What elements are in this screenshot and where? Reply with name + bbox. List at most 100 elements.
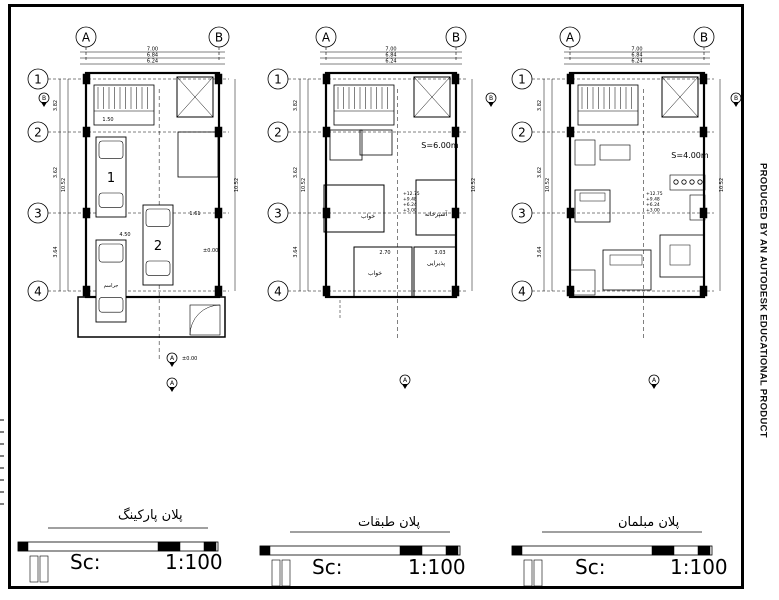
door-swing: [189, 304, 221, 336]
column: [214, 207, 223, 219]
tb-box: [39, 555, 49, 583]
parking-plan-title: پلان پارکینگ: [118, 508, 183, 523]
sheet-border: [8, 4, 744, 589]
column: [699, 126, 708, 138]
furniture-sc-label: Sc:: [575, 555, 606, 579]
column: [451, 126, 460, 138]
grid-bubble-a: A: [559, 26, 581, 48]
room-label-bedroom-2: خواب: [368, 270, 382, 277]
staircase: [577, 84, 639, 126]
floors-plan-title: پلان طبقات: [358, 515, 421, 530]
bed-2: [602, 249, 652, 291]
floors-scale: 1:100: [408, 555, 466, 579]
pillow: [609, 254, 643, 266]
svg-text:1: 1: [518, 73, 526, 87]
grid-bubble-2: 2: [27, 121, 49, 143]
car-label: 1: [107, 171, 115, 186]
dimension-label: 7.00: [631, 47, 642, 53]
section-mark-b: B: [730, 92, 742, 107]
column: [322, 207, 331, 219]
dimension-label: 6.24: [631, 59, 642, 65]
column: [699, 285, 708, 297]
stove-burner: [673, 179, 679, 185]
svg-text:A: A: [170, 355, 175, 362]
dimension-label: 6.24: [385, 59, 396, 65]
scale-bar-block: [259, 545, 271, 556]
grid-bubble-3: 3: [27, 202, 49, 224]
dimension-label: 7.00: [385, 47, 396, 53]
dimension-label: 3.82: [537, 100, 543, 111]
car-label: 2: [154, 239, 162, 254]
dimension-label: 10.52: [61, 178, 67, 192]
scale-bar-block: [651, 545, 675, 556]
room-label-bedroom-1: خواب: [361, 213, 375, 220]
stove-burner: [689, 179, 695, 185]
dimension-label: 2.70: [379, 250, 390, 256]
svg-text:A: A: [322, 31, 331, 45]
grid-bubble-1: 1: [27, 68, 49, 90]
svg-text:B: B: [215, 31, 223, 45]
stove-burner: [681, 179, 687, 185]
stove-burner: [697, 179, 703, 185]
car-2: 2: [142, 204, 174, 286]
elevator-shaft: [413, 76, 451, 118]
svg-text:2: 2: [34, 126, 42, 140]
grid-bubble-a: A: [315, 26, 337, 48]
grid-bubble-b: B: [693, 26, 715, 48]
elevator-shaft: [661, 76, 699, 118]
dimension-label: 3.64: [53, 246, 59, 257]
dimension-label: 3.62: [537, 167, 543, 178]
parking-entrance: [77, 296, 226, 338]
dimension-label: 3.64: [537, 246, 543, 257]
svg-text:2: 2: [518, 126, 526, 140]
dimension-label: 3.82: [293, 100, 299, 111]
level-mark: ±0.00: [182, 356, 197, 362]
dimension-label: 1.61: [189, 211, 200, 217]
car-1: 1: [95, 136, 127, 218]
grid-bubble-3: 3: [511, 202, 533, 224]
svg-text:A: A: [403, 377, 408, 384]
elevator-shaft: [176, 76, 214, 118]
pillow: [579, 192, 606, 202]
furniture-scale: 1:100: [670, 555, 728, 579]
dimension-label: 10.52: [545, 178, 551, 192]
dimension-label: 3.64: [293, 246, 299, 257]
column: [82, 207, 91, 219]
dimension-label: 6.84: [631, 53, 642, 59]
level-mark: +9.48: [403, 197, 417, 203]
parking-scale: 1:100: [165, 550, 223, 574]
svg-text:2: 2: [274, 126, 282, 140]
dimension-label: 1.50: [102, 117, 113, 123]
grid-bubble-1: 1: [267, 68, 289, 90]
column: [566, 285, 575, 297]
toilet: [359, 129, 393, 156]
level-mark: +6.24: [646, 202, 660, 208]
svg-text:4: 4: [34, 285, 42, 299]
bedroom-2: [353, 246, 413, 298]
living-room: [413, 246, 457, 298]
dimension-label: 10.52: [471, 178, 477, 192]
svg-text:A: A: [566, 31, 575, 45]
dimension-label: 3.62: [293, 167, 299, 178]
grid-bubble-1: 1: [511, 68, 533, 90]
educational-stamp: PRODUCED BY AN AUTODESK EDUCATIONAL PROD…: [757, 162, 769, 438]
grid-bubble-b: B: [208, 26, 230, 48]
section-mark-a-2: A: [166, 352, 178, 367]
svg-text:4: 4: [274, 285, 282, 299]
dimension-label: 6.24: [147, 59, 158, 65]
scale-bar-block: [511, 545, 523, 556]
dimension-label: 4.50: [119, 232, 130, 238]
entrance-door: [189, 304, 221, 336]
dimension-label: 7.00: [147, 47, 158, 53]
exterior-wall: [568, 71, 706, 299]
svg-text:B: B: [734, 95, 738, 102]
column: [566, 207, 575, 219]
fridge: [689, 194, 706, 221]
column: [82, 73, 91, 85]
vanity: [599, 144, 631, 161]
svg-text:4: 4: [518, 285, 526, 299]
section-mark-a: A: [166, 377, 178, 392]
